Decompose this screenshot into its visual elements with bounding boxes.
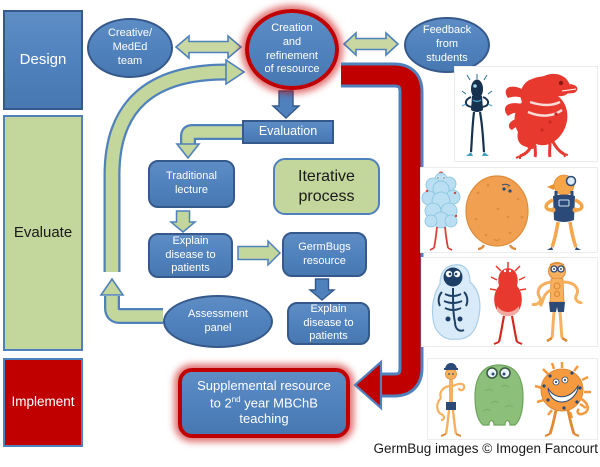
explain-disease-2-label: Explain disease to patients (303, 302, 354, 343)
node-assessment-panel: Assessment panel (163, 295, 273, 348)
red-spiky-germ-icon (489, 262, 527, 345)
supplemental-label: Supplemental resource to 2nd year MBChB … (197, 378, 331, 427)
creative-team-label: Creative/ MedEd team (107, 27, 153, 67)
node-explain-disease-1: Explain disease to patients (148, 233, 233, 278)
arrow-explain-to-germbugs (237, 239, 282, 267)
explain-disease-1-label: Explain disease to patients (165, 234, 216, 275)
blue-ghost-germ-icon (431, 264, 481, 340)
stage-evaluate: Evaluate (3, 115, 83, 351)
node-traditional-lecture: Traditional lecture (148, 160, 235, 208)
node-supplemental-resource: Supplemental resource to 2nd year MBChB … (178, 368, 350, 438)
orange-spiky-ball-germ-icon (534, 362, 591, 438)
tall-thin-navy-germ-icon (461, 74, 493, 156)
node-iterative-process: Iterative process (273, 158, 380, 215)
orange-tentacle-germ-icon (531, 262, 584, 343)
traditional-lecture-label: Traditional lecture (166, 170, 217, 196)
node-creative-meded-team: Creative/ MedEd team (87, 18, 173, 78)
red-clawed-germ-icon (504, 73, 578, 159)
assessment-panel-label: Assessment panel (188, 307, 248, 334)
node-creation-refinement: Creation and refinement of resource (245, 9, 339, 90)
elbow-arrow-evaluation-to-lecture (175, 124, 242, 160)
stage-implement: Implement (3, 358, 83, 447)
evaluation-label: Evaluation (258, 124, 318, 139)
node-explain-disease-2: Explain disease to patients (287, 302, 370, 345)
fluffy-blue-germ-icon (421, 171, 461, 251)
stage-design-label: Design (19, 50, 67, 68)
elbow-arrow-assessment-to-loop (99, 277, 163, 324)
arrow-germbugs-to-explain2 (308, 278, 336, 301)
node-evaluation: Evaluation (242, 120, 334, 144)
double-arrow-team-creation (174, 34, 243, 60)
image-credit: GermBug images © Imogen Fancourt (373, 441, 598, 456)
stage-design: Design (3, 10, 83, 110)
creation-label: Creation and refinement of resource (264, 22, 320, 76)
node-germbugs-resource: GermBugs resource (282, 232, 367, 277)
double-arrow-creation-feedback (342, 31, 400, 57)
green-blob-germ-icon (474, 364, 524, 426)
node-feedback-students: Feedback from students (404, 17, 490, 73)
arrow-lecture-to-explain (168, 210, 198, 233)
iterative-process-label: Iterative process (298, 167, 355, 205)
thin-orange-germ-icon (436, 363, 466, 437)
stage-evaluate-label: Evaluate (13, 223, 73, 241)
curved-arrow-loop-to-creation (103, 58, 246, 272)
stage-implement-label: Implement (11, 394, 75, 410)
feedback-label: Feedback from students (422, 24, 472, 64)
germbugs-resource-label: GermBugs resource (298, 240, 351, 267)
arrow-creation-to-evaluation (271, 90, 301, 119)
round-orange-germ-icon (465, 175, 529, 251)
orange-overalls-germ-icon (544, 174, 584, 250)
